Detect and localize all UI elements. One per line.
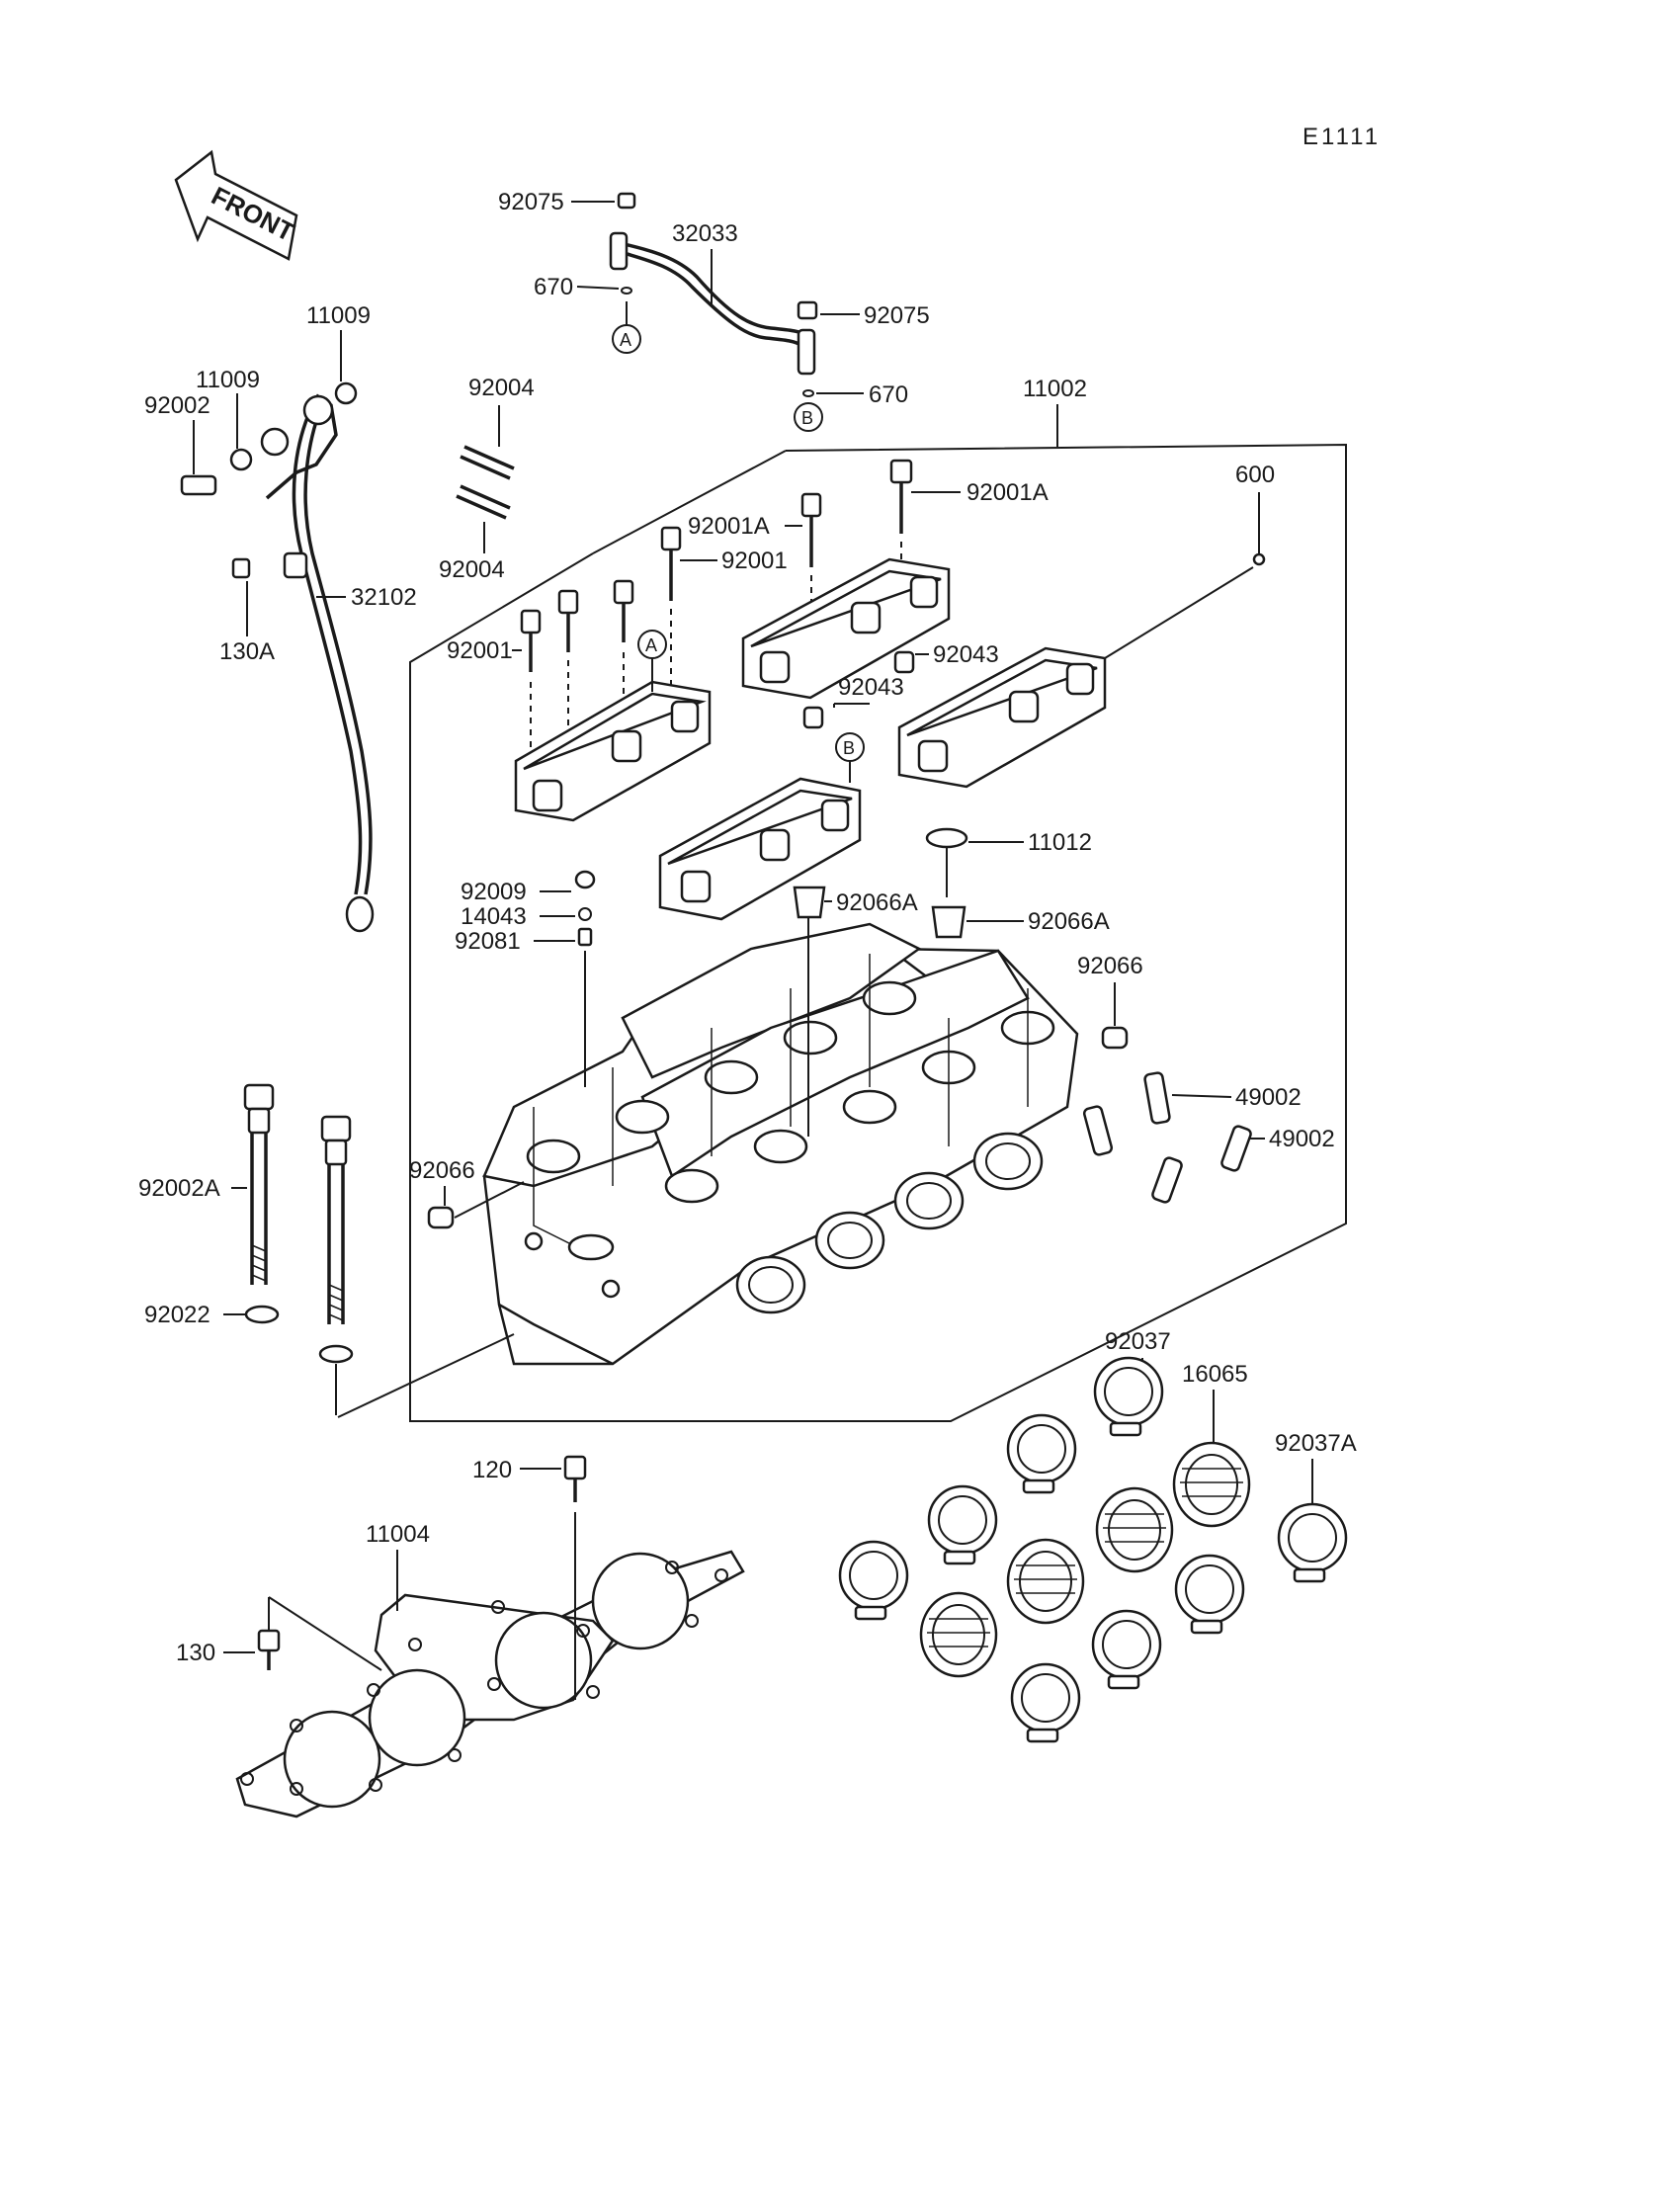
cam-cap-right — [897, 646, 1107, 789]
dowel-92043-b — [802, 706, 824, 729]
oil-hose-32102 — [260, 393, 375, 933]
bolt-130 — [257, 1629, 281, 1652]
callout-92075-top: 92075 — [498, 189, 564, 215]
washer-14043 — [578, 907, 592, 921]
callout-130: 130 — [176, 1640, 215, 1666]
callout-11009-mid: 11009 — [196, 367, 260, 393]
oil-pipe-32033 — [609, 231, 816, 376]
plug-92009 — [574, 870, 596, 889]
ref-b-mid: B — [843, 738, 855, 758]
callout-92043-b: 92043 — [838, 674, 904, 701]
bolt-130a — [231, 557, 251, 579]
callout-32102: 32102 — [351, 584, 417, 611]
callout-92001a-mid: 92001A — [688, 513, 770, 540]
callout-92066-right: 92066 — [1077, 953, 1143, 979]
washer-11009-top — [334, 381, 358, 405]
washer-11009-mid — [229, 448, 253, 471]
intake-ports — [735, 1132, 1044, 1314]
washer-92022-b — [318, 1344, 354, 1364]
cylinder-head-body — [482, 922, 1079, 1366]
callout-92043-a: 92043 — [933, 641, 999, 668]
callout-11012: 11012 — [1028, 829, 1092, 856]
intake-holders-16065 — [919, 1441, 1251, 1678]
callout-92037: 92037 — [1105, 1328, 1171, 1355]
ref-a-top: A — [620, 330, 631, 350]
bolt-92002a-left — [243, 1083, 275, 1285]
plug-92066a-right — [931, 905, 966, 939]
callout-92022: 92022 — [144, 1302, 210, 1328]
washer-92022 — [244, 1305, 280, 1324]
callout-49002-b: 49002 — [1269, 1126, 1335, 1152]
callout-92066a-right: 92066A — [1028, 908, 1110, 935]
o-ring-670-mid — [802, 389, 814, 397]
callout-92002: 92002 — [144, 392, 210, 419]
plug-92066-right — [1101, 1026, 1129, 1050]
callout-92001a-right: 92001A — [966, 479, 1049, 506]
ref-a-mid: A — [645, 635, 657, 655]
callout-600: 600 — [1235, 462, 1275, 488]
jets-49002 — [1082, 1071, 1252, 1204]
callout-14043: 14043 — [461, 903, 527, 930]
callout-11004: 11004 — [366, 1521, 430, 1548]
cam-cap-upper-right — [741, 557, 951, 700]
nut-92075-mid — [797, 300, 818, 320]
plug-92066a-left — [793, 886, 826, 919]
callout-92066-left: 92066 — [409, 1157, 475, 1184]
callout-92001-mid: 92001 — [721, 548, 788, 574]
plug-600 — [1252, 552, 1266, 566]
callout-92004-bot: 92004 — [439, 556, 505, 583]
diagram-code: E1111 — [1302, 124, 1381, 150]
cam-cap-left — [514, 680, 712, 822]
plug-92066-left — [427, 1206, 455, 1229]
front-arrow-icon: FRONT — [174, 149, 299, 261]
callout-16065: 16065 — [1182, 1361, 1248, 1388]
callout-32033: 32033 — [672, 220, 738, 247]
ref-b-top: B — [801, 408, 813, 428]
callout-120: 120 — [472, 1457, 512, 1483]
cam-cap-center — [658, 777, 862, 921]
callout-92004-top: 92004 — [468, 375, 535, 401]
bolts-92001-group — [520, 459, 913, 672]
nut-92075-top — [617, 192, 636, 210]
stud-92004-top — [460, 445, 515, 480]
dowel-92043-a — [893, 650, 915, 674]
callout-92081: 92081 — [455, 928, 521, 955]
callout-92009: 92009 — [461, 879, 527, 905]
callout-92066a-left: 92066A — [836, 889, 918, 916]
callout-49002-a: 49002 — [1235, 1084, 1302, 1111]
callout-11009-top: 11009 — [306, 302, 371, 329]
cap-11012 — [925, 827, 968, 849]
callout-92075-mid: 92075 — [864, 302, 930, 329]
callout-11002: 11002 — [1023, 376, 1087, 402]
callout-670-mid: 670 — [869, 381, 908, 408]
callout-92001-left: 92001 — [447, 637, 513, 664]
bolt-92002a-right — [320, 1115, 352, 1324]
callout-670-top: 670 — [534, 274, 573, 300]
callout-92037a: 92037A — [1275, 1430, 1357, 1457]
o-ring-670-top — [621, 287, 632, 295]
screw-92081 — [577, 927, 593, 947]
assembly-outline — [409, 443, 1347, 1422]
ref-circle-b-top — [794, 402, 823, 432]
callout-92002a: 92002A — [138, 1175, 220, 1202]
head-gasket-11004 — [235, 1550, 745, 1818]
bolt-120 — [563, 1455, 587, 1480]
bolt-92002 — [180, 474, 217, 496]
clamps-92037 — [838, 1356, 1348, 1743]
stud-92004-bot — [456, 484, 511, 520]
callout-130a: 130A — [219, 638, 275, 665]
